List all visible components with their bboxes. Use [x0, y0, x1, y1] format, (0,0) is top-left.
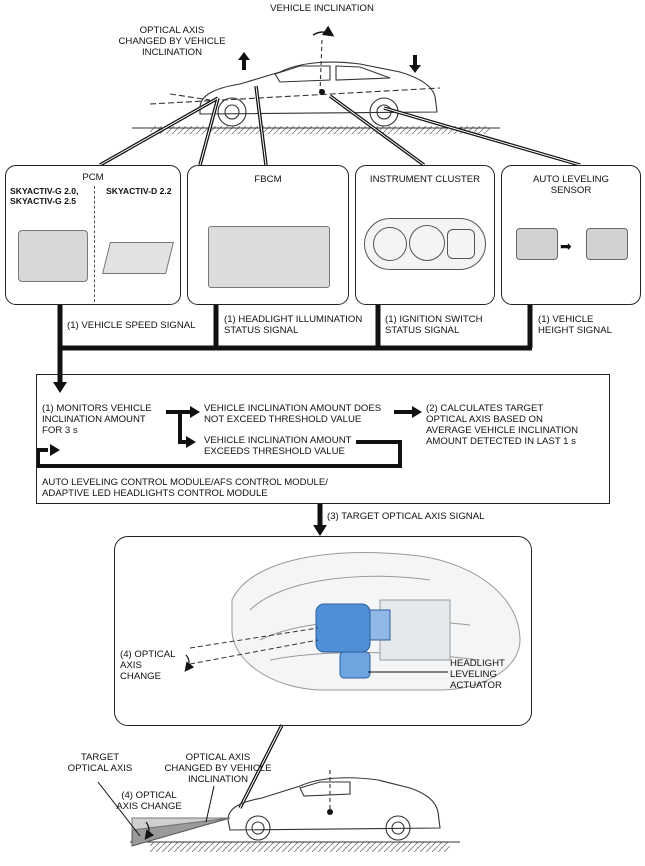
- pcm-skyactiv-g-label: SKYACTIV-G 2.0, SKYACTIV-G 2.5: [10, 186, 79, 206]
- headlight-axis-change-label: (4) OPTICAL AXIS CHANGE: [120, 649, 176, 682]
- optical-axis-changed-label: OPTICAL AXIS CHANGED BY VEHICLE INCLINAT…: [118, 25, 226, 58]
- vehicle-inclination-label: VEHICLE INCLINATION: [270, 3, 374, 14]
- target-axis-leader: [97, 781, 141, 837]
- axis-change-rotate-icon: [184, 654, 195, 672]
- sensor-after-image: [586, 228, 628, 260]
- module-flow-arrows: [36, 410, 414, 468]
- leveling-actuator: [315, 603, 391, 679]
- instrument-cluster-title: INSTRUMENT CLUSTER: [369, 174, 481, 185]
- control-module-box: [36, 374, 610, 504]
- target-optical-axis-label: TARGET OPTICAL AXIS: [67, 752, 133, 774]
- fbcm-unit-image: [208, 226, 330, 288]
- instrument-cluster-box: INSTRUMENT CLUSTER: [355, 165, 495, 305]
- vehicle-speed-signal-label: (1) VEHICLE SPEED SIGNAL: [67, 320, 196, 331]
- car-leader-lines: [99, 85, 581, 167]
- not-exceed-condition-label: VEHICLE INCLINATION AMOUNT DOES NOT EXCE…: [204, 403, 382, 425]
- pcm-skyactiv-d-label: SKYACTIV-D 2.2: [106, 186, 172, 196]
- pcm-d-unit-image: [102, 242, 174, 274]
- fbcm-box: FBCM: [187, 165, 349, 305]
- headlight-illumination-signal-label: (1) HEADLIGHT ILLUMINATION STATUS SIGNAL: [224, 314, 363, 336]
- fbcm-title: FBCM: [254, 174, 282, 185]
- instrument-cluster-image: [364, 218, 486, 270]
- pivot-dot: [319, 89, 325, 95]
- sensor-before-image: [516, 228, 558, 260]
- pcm-g-unit-image: [18, 230, 88, 282]
- monitor-step-label: (1) MONITORS VEHICLE INCLINATION AMOUNT …: [42, 403, 152, 436]
- bottom-axis-change-label: (4) OPTICAL AXIS CHANGE: [116, 790, 182, 812]
- auto-leveling-sensor-title: AUTO LEVELING SENSOR: [532, 174, 610, 196]
- changed-axis-beam: [131, 817, 231, 831]
- auto-leveling-sensor-box: AUTO LEVELING SENSOR ➡: [501, 165, 641, 305]
- headlight-box: [114, 536, 532, 726]
- bottom-changed-axis-label: OPTICAL AXIS CHANGED BY VEHICLE INCLINAT…: [164, 752, 272, 785]
- sensor-transition-arrow-icon: ➡: [560, 238, 572, 254]
- headlight-leveling-actuator-label: HEADLIGHT LEVELING ACTUATOR: [450, 658, 505, 691]
- ignition-switch-signal-label: (1) IGNITION SWITCH STATUS SIGNAL: [385, 314, 483, 336]
- target-signal-label: (3) TARGET OPTICAL AXIS SIGNAL: [327, 511, 485, 522]
- exceeds-condition-label: VEHICLE INCLINATION AMOUNT EXCEEDS THRES…: [204, 435, 352, 457]
- bottom-car-illustration: [130, 770, 460, 852]
- calculate-step-label: (2) CALCULATES TARGET OPTICAL AXIS BASED…: [426, 403, 579, 447]
- pcm-title: PCM: [82, 172, 104, 183]
- up-arrow-icon: [238, 52, 250, 70]
- top-car-illustration: [132, 39, 500, 134]
- pcm-box: PCM SKYACTIV-G 2.0, SKYACTIV-G 2.5 SKYAC…: [5, 165, 181, 305]
- inclination-rotate-icon: [312, 25, 335, 37]
- changed-axis-leader: [205, 785, 215, 823]
- bottom-axis-change-icon: [144, 821, 155, 840]
- bus-arrowhead: [53, 382, 67, 393]
- signal-bus: [57, 304, 533, 384]
- control-module-name: AUTO LEVELING CONTROL MODULE/AFS CONTROL…: [42, 477, 328, 499]
- vehicle-height-signal-label: (1) VEHICLE HEIGHT SIGNAL: [538, 314, 612, 336]
- down-arrow-icon: [409, 55, 421, 73]
